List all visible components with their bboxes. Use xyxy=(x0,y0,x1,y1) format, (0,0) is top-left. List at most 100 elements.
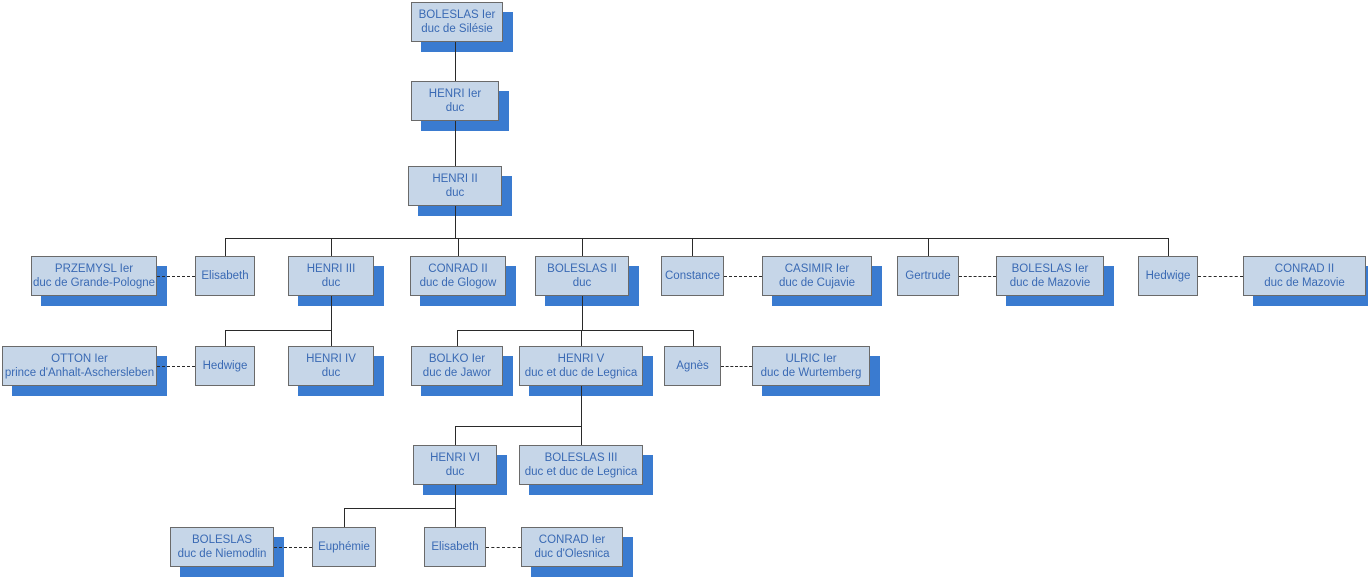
person-name: CONRAD II xyxy=(1274,263,1335,275)
person-node-otton1[interactable]: OTTON Ier prince d'Anhalt-Aschersleben xyxy=(2,346,157,386)
person-name: PRZEMYSL Ier xyxy=(54,263,134,275)
connector-line xyxy=(581,386,583,426)
person-node-bolko1[interactable]: BOLKO Ier duc de Jawor xyxy=(411,346,503,386)
spouse-link xyxy=(724,276,762,277)
connector-line xyxy=(331,238,333,256)
person-title: duc d'Olesnica xyxy=(534,548,610,560)
connector-line xyxy=(582,296,584,330)
person-title: prince d'Anhalt-Aschersleben xyxy=(4,367,155,379)
person-node-conrad1ole[interactable]: CONRAD Ier duc d'Olesnica xyxy=(521,527,623,567)
connector-line xyxy=(225,238,227,256)
connector-line xyxy=(344,508,346,527)
spouse-link xyxy=(157,276,195,277)
spouse-link xyxy=(274,547,312,548)
person-name: Euphémie xyxy=(318,541,370,553)
connector-line xyxy=(458,238,460,256)
connector-line xyxy=(455,426,581,428)
connector-line xyxy=(455,485,457,508)
person-node-gertrude[interactable]: Gertrude xyxy=(897,256,959,296)
person-title: duc xyxy=(445,102,465,114)
person-title: duc xyxy=(321,367,341,379)
person-name: HENRI III xyxy=(306,263,356,275)
person-title: duc xyxy=(445,466,465,478)
person-title: duc et duc de Legnica xyxy=(524,367,638,379)
connector-line xyxy=(225,330,331,332)
person-node-boleslas2[interactable]: BOLESLAS II duc xyxy=(535,256,629,296)
person-title: duc de Glogow xyxy=(419,277,497,289)
person-name: BOLESLAS Ier xyxy=(418,9,496,21)
person-node-constance[interactable]: Constance xyxy=(661,256,724,296)
connector-line xyxy=(1168,238,1170,256)
connector-line xyxy=(225,238,1169,240)
person-name: BOLKO Ier xyxy=(428,353,486,365)
person-name: BOLESLAS xyxy=(191,534,253,546)
connector-line xyxy=(581,426,583,445)
person-node-henri6[interactable]: HENRI VI duc xyxy=(413,445,497,485)
person-title: duc et duc de Legnica xyxy=(524,466,638,478)
person-title: duc xyxy=(321,277,341,289)
person-name: Elisabeth xyxy=(431,541,479,553)
person-node-przemysl1[interactable]: PRZEMYSL Ier duc de Grande-Pologne xyxy=(31,256,157,296)
connector-line xyxy=(455,121,457,166)
person-node-boleslas1maz[interactable]: BOLESLAS Ier duc de Mazovie xyxy=(996,256,1104,296)
person-name: BOLESLAS III xyxy=(544,452,618,464)
person-title: duc de Cujavie xyxy=(778,277,856,289)
connector-line xyxy=(581,330,583,346)
connector-line xyxy=(331,296,333,330)
person-node-elisabeth1[interactable]: Elisabeth xyxy=(195,256,255,296)
person-name: OTTON Ier xyxy=(51,353,108,365)
person-node-boleslas1[interactable]: BOLESLAS Ier duc de Silésie xyxy=(411,2,503,42)
spouse-link xyxy=(721,366,752,367)
person-node-hedwige2[interactable]: Hedwige xyxy=(1138,256,1198,296)
person-name: Agnès xyxy=(676,360,709,372)
person-node-henri3[interactable]: HENRI III duc xyxy=(288,256,374,296)
person-name: Gertrude xyxy=(905,270,951,282)
person-name: Hedwige xyxy=(202,360,248,372)
person-node-henri1[interactable]: HENRI Ier duc xyxy=(411,81,499,121)
person-name: HENRI VI xyxy=(430,452,480,464)
spouse-link xyxy=(1198,276,1243,277)
connector-line xyxy=(457,330,693,332)
person-title: duc xyxy=(572,277,592,289)
person-name: CONRAD Ier xyxy=(538,534,606,546)
person-node-boleslas3[interactable]: BOLESLAS III duc et duc de Legnica xyxy=(519,445,643,485)
spouse-link xyxy=(157,366,195,367)
person-name: HENRI IV xyxy=(306,353,356,365)
connector-line xyxy=(693,330,695,346)
spouse-link xyxy=(486,547,521,548)
person-title: duc de Mazovie xyxy=(1009,277,1091,289)
person-title: duc de Grande-Pologne xyxy=(32,277,156,289)
person-node-hedwige1[interactable]: Hedwige xyxy=(195,346,255,386)
connector-line xyxy=(692,238,694,256)
person-title: duc de Jawor xyxy=(422,367,492,379)
person-title: duc xyxy=(445,187,465,199)
person-node-ulric1[interactable]: ULRIC Ier duc de Wurtemberg xyxy=(752,346,870,386)
connector-line xyxy=(455,206,457,238)
spouse-link xyxy=(959,276,996,277)
person-name: HENRI Ier xyxy=(428,88,482,100)
person-name: HENRI V xyxy=(557,353,605,365)
person-node-henri4[interactable]: HENRI IV duc xyxy=(288,346,374,386)
person-title: duc de Wurtemberg xyxy=(760,367,862,379)
person-name: ULRIC Ier xyxy=(785,353,837,365)
connector-line xyxy=(455,508,457,527)
connector-line xyxy=(455,42,457,81)
connector-line xyxy=(457,330,459,346)
person-node-euphemie[interactable]: Euphémie xyxy=(312,527,376,567)
connector-line xyxy=(455,426,457,445)
person-node-elisabeth2[interactable]: Elisabeth xyxy=(424,527,486,567)
person-node-agnes[interactable]: Agnès xyxy=(664,346,721,386)
person-node-henri5[interactable]: HENRI V duc et duc de Legnica xyxy=(519,346,643,386)
person-name: BOLESLAS II xyxy=(547,263,617,275)
connector-line xyxy=(344,508,455,510)
connector-line xyxy=(582,238,584,256)
person-title: duc de Silésie xyxy=(421,23,493,35)
person-name: BOLESLAS Ier xyxy=(1011,263,1089,275)
person-name: Constance xyxy=(665,270,720,282)
